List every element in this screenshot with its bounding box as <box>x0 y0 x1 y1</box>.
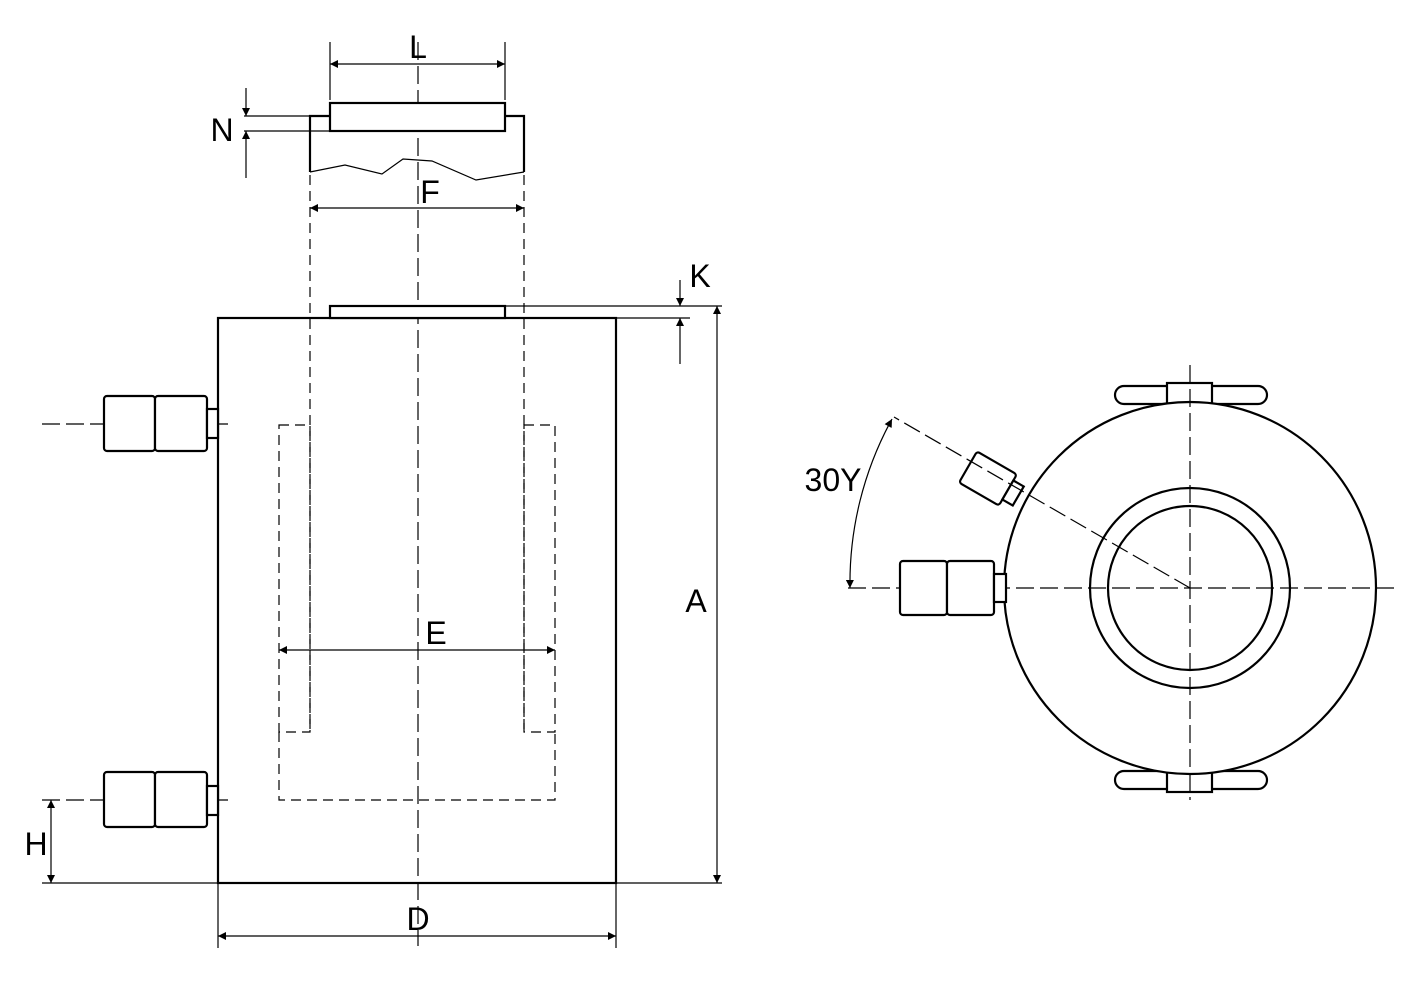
angled-port-coupler <box>959 451 1026 508</box>
label-E: E <box>425 615 446 651</box>
hidden-internals <box>278 424 556 801</box>
label-D: D <box>406 901 429 937</box>
dimension-N: N <box>210 88 330 178</box>
label-A: A <box>685 583 707 619</box>
dimension-F: F <box>310 174 524 212</box>
cylinder-body <box>216 316 618 885</box>
dimension-D: D <box>217 883 617 948</box>
dimension-K: K <box>505 258 722 364</box>
lower-coupler <box>42 770 232 829</box>
saddle-on-body <box>328 304 507 320</box>
label-N: N <box>210 112 233 148</box>
plunger-left-wall <box>308 114 330 172</box>
angle-arc <box>845 418 893 589</box>
plunger-detail <box>308 101 526 181</box>
dimension-H: H <box>24 800 218 884</box>
dimension-A: A <box>616 306 722 884</box>
label-L: L <box>409 29 427 65</box>
top-view: 30Υ <box>805 365 1395 800</box>
dimension-L: L <box>329 29 506 100</box>
label-F: F <box>420 174 440 210</box>
side-port-coupler <box>898 559 1008 617</box>
label-K: K <box>689 258 710 294</box>
label-angle: 30Υ <box>805 462 862 498</box>
break-line <box>309 158 525 181</box>
plunger-right-wall <box>505 114 526 172</box>
label-H: H <box>24 826 47 862</box>
angle-reference-line <box>893 416 1191 589</box>
saddle-top <box>328 101 507 133</box>
dimension-E: E <box>279 615 555 654</box>
upper-coupler <box>42 394 232 453</box>
front-view: L N F K A <box>24 29 722 948</box>
